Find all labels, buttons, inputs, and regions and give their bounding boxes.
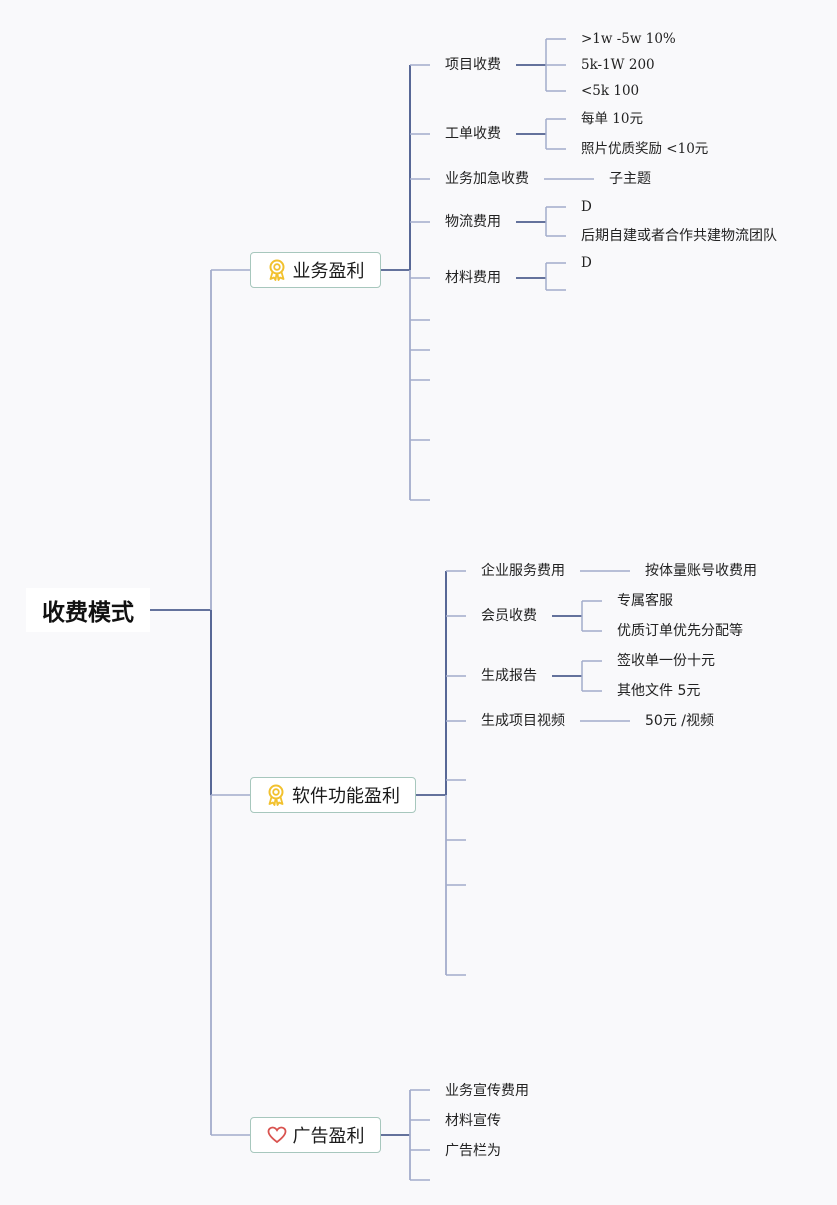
branch-business-profit[interactable]: 业务盈利 — [250, 252, 381, 288]
subtopic[interactable]: 优质订单优先分配等 — [617, 623, 743, 639]
branch-label: 软件功能盈利 — [292, 786, 400, 807]
subtopic[interactable]: 其他文件 5元 — [617, 683, 701, 699]
subtopic[interactable]: 子主题 — [609, 171, 651, 187]
subtopic[interactable]: 后期自建或者合作共建物流团队 — [581, 228, 777, 244]
root-topic[interactable]: 收费模式 — [26, 588, 150, 632]
award-icon — [268, 784, 284, 806]
subtopic[interactable]: 5k-1W 200 — [581, 57, 655, 73]
award-icon — [269, 259, 284, 281]
topic-project-fee[interactable]: 项目收费 — [445, 57, 501, 73]
subtopic[interactable]: >1w -5w 10% — [581, 31, 676, 47]
topic-ad-column[interactable]: 广告栏为 — [445, 1143, 501, 1159]
subtopic[interactable]: 签收单一份十元 — [617, 653, 715, 669]
topic-business-promo[interactable]: 业务宣传费用 — [445, 1083, 529, 1099]
subtopic[interactable]: 按体量账号收费用 — [645, 563, 757, 579]
branch-label: 业务盈利 — [292, 261, 365, 282]
subtopic[interactable]: 50元 /视频 — [645, 713, 714, 729]
subtopic[interactable]: D — [581, 255, 592, 271]
branch-software-profit[interactable]: 软件功能盈利 — [250, 777, 416, 813]
topic-logistics-fee[interactable]: 物流费用 — [445, 214, 501, 230]
subtopic[interactable]: D — [581, 199, 592, 215]
subtopic[interactable]: <5k 100 — [581, 83, 640, 99]
heart-icon — [267, 1126, 286, 1144]
topic-urgent-fee[interactable]: 业务加急收费 — [445, 171, 529, 187]
subtopic[interactable]: 专属客服 — [617, 593, 673, 609]
topic-enterprise-service[interactable]: 企业服务费用 — [481, 563, 565, 579]
topic-membership-fee[interactable]: 会员收费 — [481, 608, 537, 624]
branch-label: 广告盈利 — [292, 1126, 365, 1147]
topic-work-order-fee[interactable]: 工单收费 — [445, 126, 501, 142]
branch-ad-profit[interactable]: 广告盈利 — [250, 1117, 381, 1153]
topic-material-promo[interactable]: 材料宣传 — [445, 1113, 501, 1129]
subtopic[interactable]: 每单 10元 — [581, 111, 643, 127]
topic-material-fee[interactable]: 材料费用 — [445, 270, 501, 286]
subtopic[interactable]: 照片优质奖励 <10元 — [581, 141, 709, 157]
topic-generate-video[interactable]: 生成项目视频 — [481, 713, 565, 729]
topic-generate-report[interactable]: 生成报告 — [481, 668, 537, 684]
